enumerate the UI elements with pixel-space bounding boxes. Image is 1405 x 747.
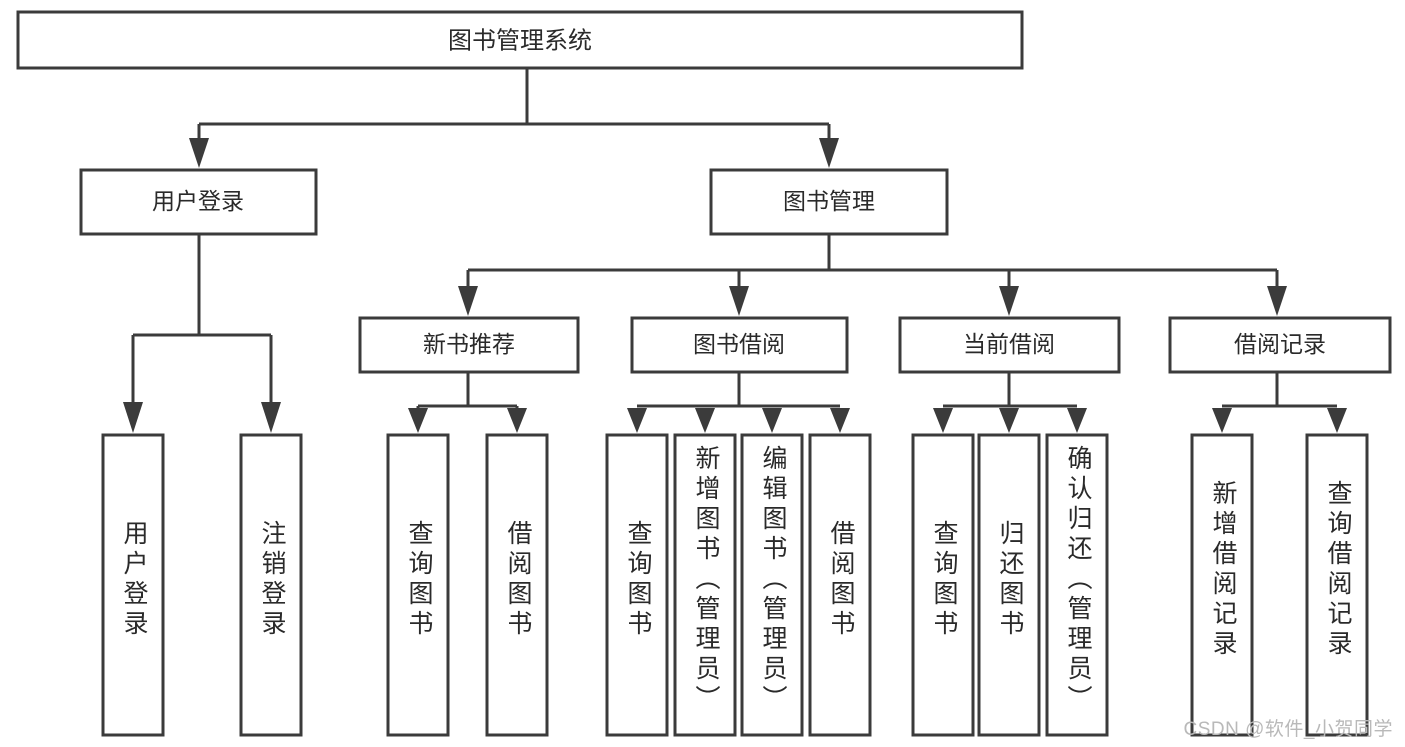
- connector-group-current-borrow: [933, 372, 1087, 433]
- connector-group-book-manage: [458, 234, 1287, 316]
- arrowhead-leaf-user-login-1: [123, 402, 143, 433]
- leaf-box-cb-3[interactable]: [1045, 433, 1109, 737]
- arrowhead-leaf-user-login-2: [261, 402, 281, 433]
- arrowhead-current-borrow: [999, 286, 1019, 316]
- node-user-login-label: 用户登录: [152, 188, 244, 214]
- connector-group-new-book-recommend: [408, 372, 527, 433]
- arrowhead-leaf-bb-2: [695, 408, 715, 433]
- node-user-login[interactable]: 用户登录: [79, 168, 318, 236]
- connector-group-borrow-record: [1212, 372, 1347, 433]
- connector-group-user-login: [123, 234, 281, 433]
- node-borrow-record[interactable]: 借阅记录: [1168, 316, 1392, 374]
- leaf-box-cb-2[interactable]: [977, 433, 1041, 737]
- node-borrow-record-box[interactable]: [1168, 316, 1392, 374]
- node-book-borrow-label: 图书借阅: [693, 331, 785, 357]
- arrowhead-leaf-bb-3: [762, 408, 782, 433]
- leaf-box-cb-1[interactable]: [911, 433, 975, 737]
- node-book-manage-label: 图书管理: [783, 188, 875, 214]
- arrowhead-leaf-br-2: [1327, 408, 1347, 433]
- arrowhead-leaf-cb-2: [999, 408, 1019, 433]
- arrowhead-new-book-recommend: [458, 286, 478, 316]
- arrowhead-user-login: [189, 138, 209, 168]
- connector-group-book-borrow: [627, 372, 850, 433]
- leaf-box-bb-4[interactable]: [808, 433, 872, 737]
- node-borrow-record-label: 借阅记录: [1234, 331, 1326, 357]
- node-new-book-recommend-label: 新书推荐: [423, 331, 515, 357]
- node-current-borrow[interactable]: 当前借阅: [898, 316, 1121, 374]
- node-user-login-box[interactable]: [79, 168, 318, 236]
- leaf-box-bb-1[interactable]: [605, 433, 669, 737]
- node-current-borrow-box[interactable]: [898, 316, 1121, 374]
- leaf-box-br-2[interactable]: [1305, 433, 1369, 737]
- node-new-book-recommend[interactable]: 新书推荐: [358, 316, 580, 374]
- arrowhead-leaf-nbr-1: [408, 408, 428, 433]
- node-current-borrow-label: 当前借阅: [963, 331, 1055, 357]
- node-book-borrow-box[interactable]: [630, 316, 849, 374]
- arrowhead-book-manage: [819, 138, 839, 168]
- arrowhead-borrow-record: [1267, 286, 1287, 316]
- node-book-manage-box[interactable]: [709, 168, 949, 236]
- leaf-box-br-1[interactable]: [1190, 433, 1254, 737]
- node-new-book-recommend-box[interactable]: [358, 316, 580, 374]
- node-root-box[interactable]: [16, 10, 1024, 70]
- leaf-box-user-login-2[interactable]: [239, 433, 303, 737]
- arrowhead-leaf-bb-1: [627, 408, 647, 433]
- leaf-box-nbr-2[interactable]: [485, 433, 549, 737]
- leaf-box-bb-3[interactable]: [740, 433, 804, 737]
- node-root-label: 图书管理系统: [448, 27, 592, 54]
- arrowhead-leaf-cb-3: [1067, 408, 1087, 433]
- node-book-borrow[interactable]: 图书借阅: [630, 316, 849, 374]
- leaf-box-user-login-1[interactable]: [101, 433, 165, 737]
- csdn-watermark: CSDN @软件_小贺同学: [1183, 719, 1393, 740]
- node-root[interactable]: 图书管理系统: [16, 10, 1024, 70]
- leaf-box-bb-2[interactable]: [673, 433, 737, 737]
- arrowhead-leaf-nbr-2: [507, 408, 527, 433]
- connector-group-root: [189, 68, 839, 168]
- node-book-manage[interactable]: 图书管理: [709, 168, 949, 236]
- arrowhead-book-borrow: [729, 286, 749, 316]
- arrowhead-leaf-cb-1: [933, 408, 953, 433]
- arrowhead-leaf-br-1: [1212, 408, 1232, 433]
- arrowhead-leaf-bb-4: [830, 408, 850, 433]
- leaf-box-nbr-1[interactable]: [386, 433, 450, 737]
